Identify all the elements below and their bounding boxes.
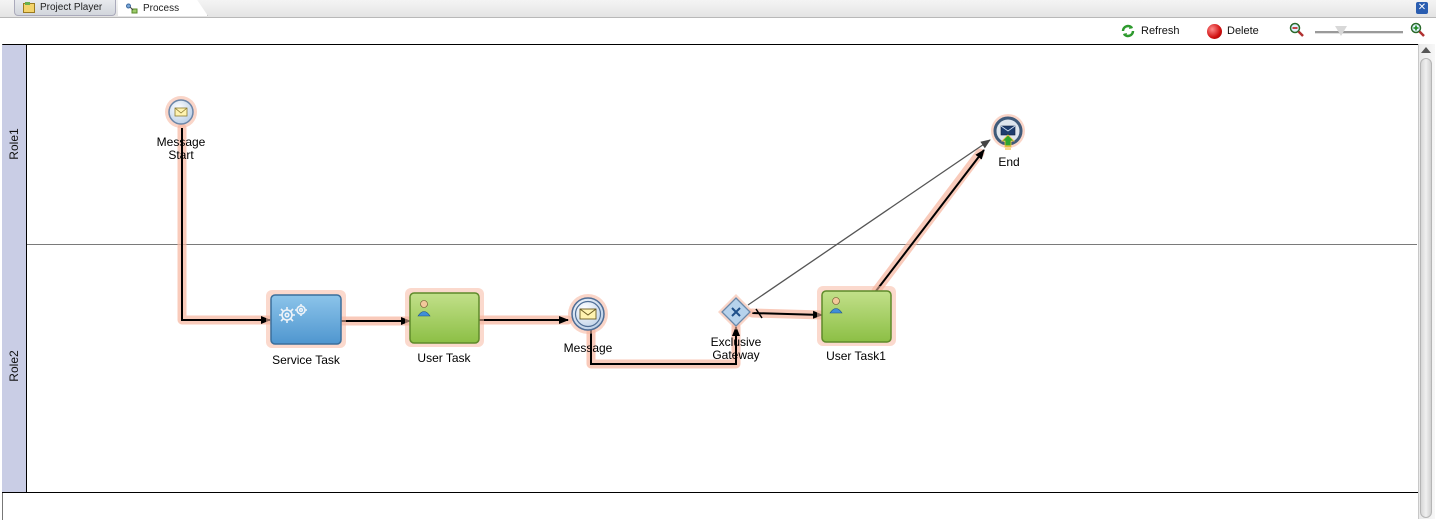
exclusive-gateway[interactable] (718, 294, 754, 330)
delete-button[interactable]: Delete (1207, 22, 1259, 40)
message-intermediate-event[interactable] (568, 294, 608, 334)
close-icon[interactable]: ✕ (1416, 2, 1428, 14)
lane-header-role1[interactable]: Role1 (2, 45, 27, 245)
default-flow-marker (755, 308, 763, 319)
message-start-label: Message Start (156, 135, 206, 162)
zoom-slider-track[interactable] (1315, 31, 1403, 34)
envelope-icon (174, 107, 188, 117)
end-label: End (998, 155, 1020, 169)
user-task-label: User Task (417, 351, 471, 365)
refresh-label: Refresh (1141, 25, 1180, 37)
exclusive-gateway-label: Exclusive Gateway (710, 335, 762, 362)
user-icon (829, 297, 843, 314)
delete-icon (1207, 23, 1222, 39)
delete-label: Delete (1227, 25, 1259, 37)
lane-header-role2[interactable]: Role2 (2, 245, 27, 493)
refresh-button[interactable]: Refresh (1120, 22, 1180, 40)
up-arrow-icon (1001, 134, 1015, 150)
service-task[interactable] (266, 290, 346, 348)
service-task-label: Service Task (272, 353, 340, 367)
zoom-in-icon[interactable] (1410, 22, 1426, 38)
envelope-icon (579, 308, 597, 320)
tab-project-player[interactable]: Project Player (14, 0, 116, 16)
flow-message-to-gateway (590, 326, 740, 365)
zoom-slider-thumb[interactable] (1335, 26, 1348, 36)
scroll-up-arrow-icon[interactable] (1421, 47, 1431, 53)
flow-start-to-service (181, 128, 271, 324)
editor-tab-bar: Project Player Process ✕ (0, 0, 1436, 18)
message-start-event[interactable] (165, 96, 197, 128)
tab-label: Process (143, 2, 180, 14)
x-icon (731, 307, 741, 317)
message-label: Message (563, 341, 613, 355)
gears-icon (279, 304, 307, 323)
tab-label: Project Player (40, 2, 103, 13)
lane-bottom-border (2, 492, 1418, 493)
flow-gateway-to-usertask1 (751, 310, 823, 319)
message-end-event[interactable] (991, 114, 1025, 150)
diagram-toolbar (0, 18, 1436, 44)
flow-gateway-to-end (747, 139, 991, 306)
project-icon (23, 2, 35, 13)
envelope-icon (1000, 125, 1016, 136)
user-task1-label: User Task1 (826, 349, 886, 363)
process-icon (126, 3, 138, 14)
user-task[interactable] (405, 288, 484, 347)
sequence-flows (181, 128, 991, 365)
user-task1[interactable] (817, 286, 896, 346)
user-icon (417, 300, 431, 317)
tab-process[interactable]: Process (118, 0, 208, 16)
zoom-out-icon[interactable] (1289, 22, 1305, 38)
lane-divider (27, 244, 1417, 245)
scrollbar-thumb[interactable] (1420, 58, 1432, 518)
flow-usertask1-to-end (875, 149, 985, 292)
refresh-icon (1121, 24, 1135, 38)
